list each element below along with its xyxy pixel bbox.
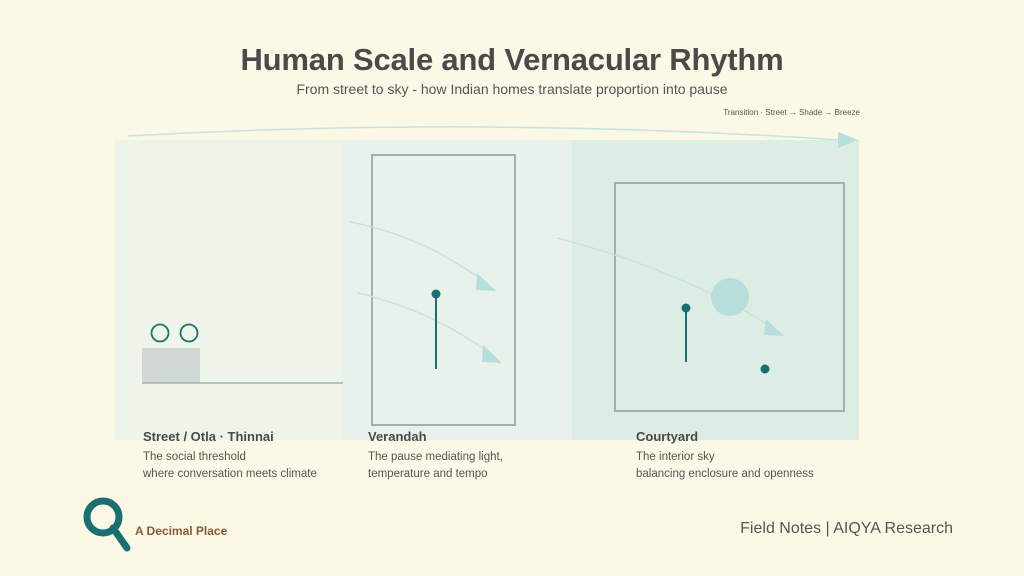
courtyard-frame xyxy=(614,182,845,412)
verandah-zone-title: Verandah xyxy=(368,429,427,444)
street-zone-desc-line2: where conversation meets climate xyxy=(143,468,317,480)
transition-arc xyxy=(127,126,841,141)
street-zone-title: Street / Otla · Thinnai xyxy=(143,429,274,444)
verandah-figure-head xyxy=(431,289,441,299)
transition-arrowhead-icon xyxy=(838,132,858,148)
person-head-icon xyxy=(179,323,199,343)
sun-icon xyxy=(711,278,749,316)
courtyard-zone-desc-line2: balancing enclosure and openness xyxy=(636,468,814,480)
street-zone-desc-line1: The social threshold xyxy=(143,451,246,463)
courtyard-point xyxy=(760,364,770,374)
otla-platform xyxy=(142,348,200,383)
breeze-arrowhead-icon xyxy=(764,319,784,336)
verandah-breeze-arrow xyxy=(357,292,489,353)
courtyard-zone-title: Courtyard xyxy=(636,429,699,444)
verandah-breeze-arrow xyxy=(349,221,483,281)
courtyard-figure-head xyxy=(681,303,691,313)
q-leaf-logo-icon xyxy=(83,497,131,552)
verandah-zone-panel xyxy=(343,140,573,440)
courtyard-breeze-arrow xyxy=(556,237,771,327)
verandah-zone-desc-line2: temperature and tempo xyxy=(368,468,488,480)
page-subtitle: From street to sky - how Indian homes tr… xyxy=(296,81,728,97)
verandah-zone-desc-line1: The pause mediating light, xyxy=(368,451,503,463)
courtyard-zone-desc-line1: The interior sky xyxy=(636,451,715,463)
page-title: Human Scale and Vernacular Rhythm xyxy=(240,42,784,77)
brand-name: A Decimal Place xyxy=(135,524,228,538)
transition-note: Transition · Street → Shade → Breeze xyxy=(723,108,860,117)
verandah-frame xyxy=(371,154,516,426)
breeze-arrowhead-icon xyxy=(476,273,496,291)
street-zone-panel xyxy=(115,140,345,440)
footer-credit: Field Notes | AIQYA Research xyxy=(740,520,953,537)
person-head-icon xyxy=(150,323,170,343)
breeze-arrowhead-icon xyxy=(482,345,502,363)
